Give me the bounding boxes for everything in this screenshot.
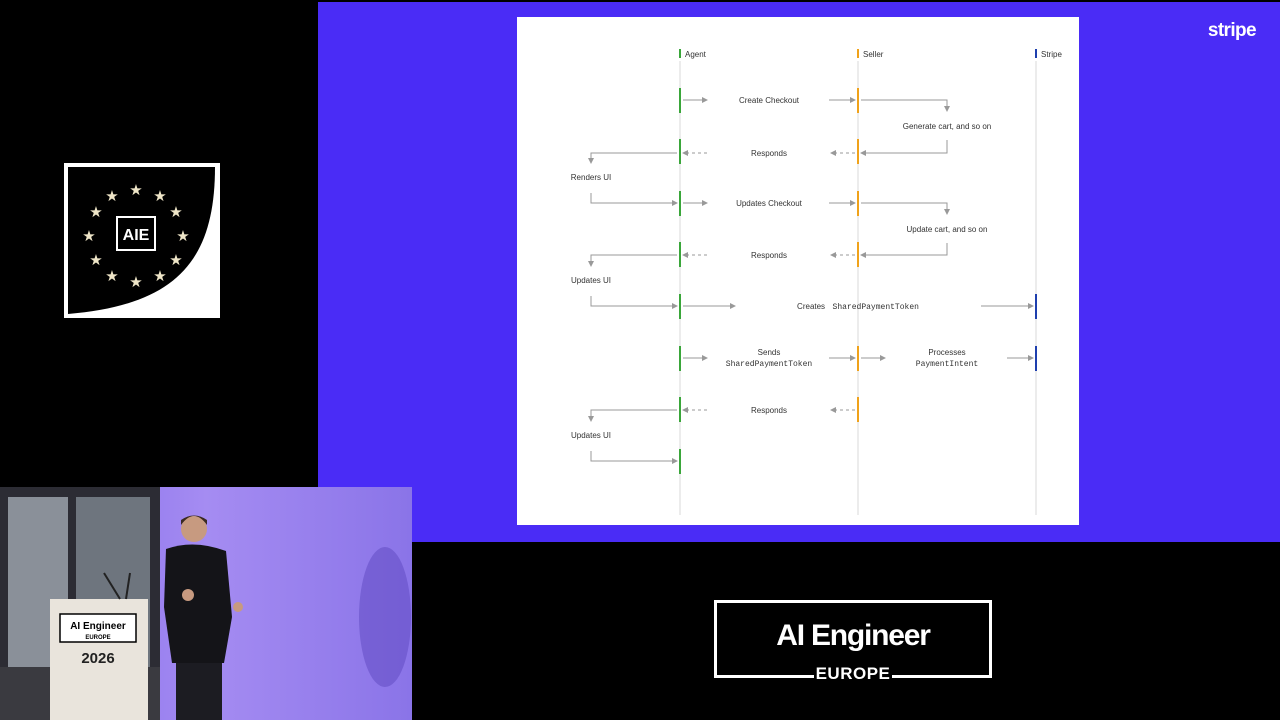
svg-text:★: ★ — [169, 251, 182, 269]
message-renders-ui: Renders UI — [571, 173, 611, 182]
svg-text:★: ★ — [89, 203, 102, 221]
svg-text:★: ★ — [176, 227, 189, 245]
aie-logo: ★ ★ ★ ★ ★ ★ ★ ★ ★ ★ ★ ★ AIE — [64, 163, 220, 318]
message-responds-3: Responds — [751, 406, 787, 415]
activation-bars — [679, 88, 1037, 474]
logo-text: AIE — [123, 227, 150, 244]
message-processes-code: PaymentIntent — [916, 360, 978, 369]
podium-subtitle: EUROPE — [85, 635, 110, 641]
message-update-cart: Update cart, and so on — [907, 225, 988, 234]
ai-engineer-badge: AI Engineer EUROPE — [714, 600, 992, 686]
message-sends: Sends — [758, 348, 781, 357]
message-responds-2: Responds — [751, 251, 787, 260]
message-sends-code: SharedPaymentToken — [726, 360, 813, 369]
svg-text:★: ★ — [129, 273, 142, 291]
message-updates-ui-1: Updates UI — [571, 276, 611, 285]
participant-stripe: Stripe — [1035, 49, 1062, 59]
svg-text:★: ★ — [153, 187, 166, 205]
message-updates-checkout: Updates Checkout — [736, 199, 803, 208]
sequence-diagram: Agent Seller Stripe — [517, 17, 1079, 525]
speaker — [164, 515, 243, 720]
participant-seller: Seller — [857, 49, 884, 59]
podium: AI Engineer EUROPE 2026 — [50, 572, 148, 720]
message-creates-token: Creates SharedPaymentToken — [797, 296, 919, 313]
participant-agent: Agent — [679, 49, 707, 59]
participant-label: Seller — [863, 50, 884, 59]
podium-title: AI Engineer — [70, 621, 126, 632]
participant-label: Agent — [685, 50, 707, 59]
message-generate-cart: Generate cart, and so on — [903, 122, 992, 131]
message-processes: Processes — [928, 348, 965, 357]
participant-label: Stripe — [1041, 50, 1062, 59]
svg-text:★: ★ — [105, 267, 118, 285]
badge-subtitle: EUROPE — [814, 662, 892, 686]
message-create-checkout: Create Checkout — [739, 96, 800, 105]
badge-title: AI Engineer — [776, 619, 931, 652]
stripe-logo: stripe — [1207, 20, 1257, 41]
speaker-video: AI Engineer EUROPE 2026 — [0, 487, 412, 720]
message-responds-1: Responds — [751, 149, 787, 158]
message-updates-ui-2: Updates UI — [571, 431, 611, 440]
svg-text:★: ★ — [89, 251, 102, 269]
svg-text:★: ★ — [153, 267, 166, 285]
svg-text:★: ★ — [129, 181, 142, 199]
svg-text:★: ★ — [105, 187, 118, 205]
svg-text:★: ★ — [169, 203, 182, 221]
svg-text:★: ★ — [82, 227, 95, 245]
podium-year: 2026 — [81, 650, 114, 667]
presentation-slide: stripe Agent Seller Stripe — [318, 2, 1280, 542]
